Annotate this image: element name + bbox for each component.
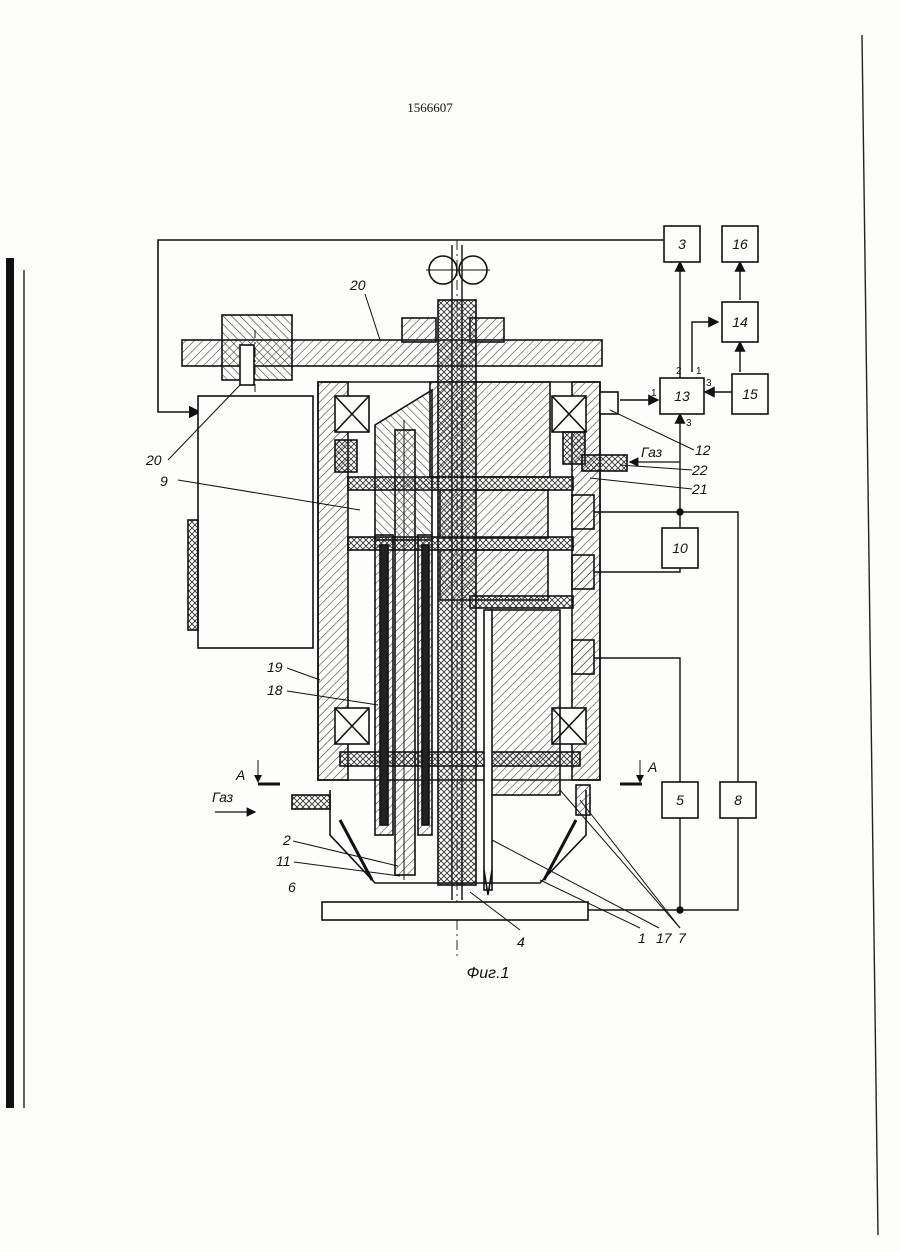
part-label-7: 7 — [678, 930, 687, 946]
section-label-right: А — [647, 759, 657, 775]
part-label-11: 11 — [276, 853, 291, 869]
part-label-9: 9 — [160, 473, 168, 489]
gas-label-right: Газ — [641, 444, 663, 460]
block-3-label: 3 — [678, 236, 686, 252]
block-5-label: 5 — [676, 792, 684, 808]
part-label-21: 21 — [691, 481, 708, 497]
motor-housing — [198, 396, 313, 648]
part-label-18: 18 — [267, 682, 283, 698]
block-14-label: 14 — [732, 314, 748, 330]
part-label-20-top: 20 — [349, 277, 366, 293]
gas-label-left: Газ — [212, 789, 234, 805]
workpiece — [322, 902, 588, 920]
pin-in-right: 3 — [706, 378, 712, 389]
pin-top-left: 2 — [676, 366, 682, 377]
part-label-22: 22 — [691, 462, 708, 478]
block-diagram — [660, 226, 768, 818]
block-8-label: 8 — [734, 792, 742, 808]
figure-caption: Фиг.1 — [467, 965, 510, 982]
pin-bottom: 3 — [686, 418, 692, 429]
part-label-2: 2 — [282, 832, 291, 848]
part-label-12: 12 — [695, 442, 711, 458]
part-label-6: 6 — [288, 879, 296, 895]
pin-in-left: 1 — [651, 388, 657, 399]
part-label-1: 1 — [638, 930, 646, 946]
part-label-17: 17 — [656, 930, 673, 946]
part-label-19: 19 — [267, 659, 283, 675]
torch-drawing — [158, 240, 680, 960]
bearing-top-left — [335, 396, 369, 432]
part-label-4: 4 — [517, 934, 525, 950]
block-13-label: 13 — [674, 388, 690, 404]
block-16-label: 16 — [732, 236, 748, 252]
part-label-20-left: 20 — [145, 452, 162, 468]
block-15-label: 15 — [742, 386, 758, 402]
bearing-top-right — [552, 396, 586, 432]
left-margin-bar — [6, 258, 14, 1108]
right-margin-line — [862, 35, 878, 1235]
bearing-bottom-left — [335, 708, 369, 744]
patent-number: 1566607 — [407, 100, 453, 115]
block-10-label: 10 — [672, 540, 688, 556]
section-label-left: А — [235, 767, 245, 783]
pin-top-right: 1 — [696, 366, 702, 377]
